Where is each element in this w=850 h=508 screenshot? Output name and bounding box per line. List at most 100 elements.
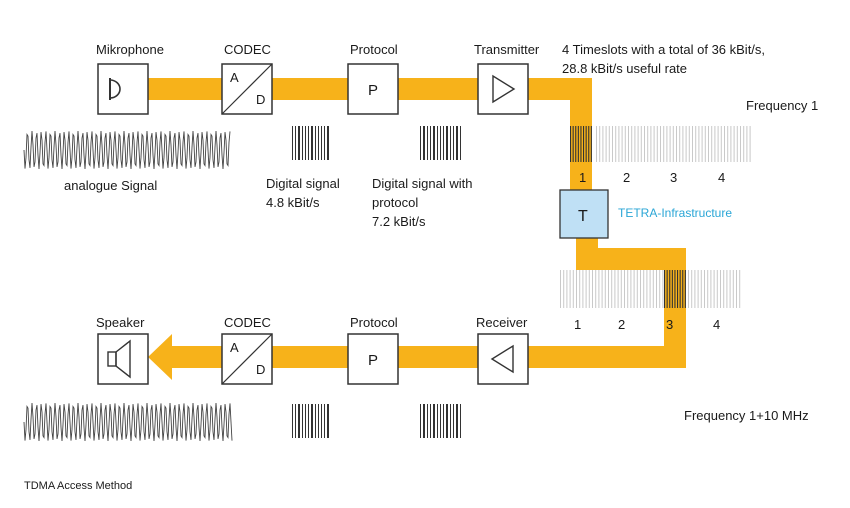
protocol-bar — [456, 126, 458, 160]
digital-bar — [327, 126, 329, 160]
middle-pipe — [576, 248, 686, 270]
protocol-bar — [423, 126, 425, 160]
digital-bar — [321, 404, 322, 438]
protocol-bar — [453, 126, 454, 160]
faded-slot-bar — [694, 270, 696, 308]
digital-bar — [318, 404, 319, 438]
protocol-bottom-label: Protocol — [350, 315, 398, 330]
active-slot-bar — [577, 126, 579, 162]
digital-bar — [324, 404, 325, 438]
faded-slot-bar — [669, 126, 671, 162]
faded-slot-bar — [563, 270, 565, 308]
protocol-signal-bars-bottom — [420, 404, 461, 438]
faded-slot-bar — [739, 270, 741, 308]
faded-slot-bar — [612, 126, 613, 162]
protocol-top-letter: P — [368, 82, 378, 99]
faded-slot-bar — [588, 270, 590, 308]
digital-bar — [298, 126, 300, 160]
active-slot-bar — [677, 270, 679, 308]
tetra-block — [559, 189, 609, 239]
protocol-bar — [443, 126, 444, 160]
analogue-waveform-bottom — [23, 403, 233, 441]
faded-slot-bar — [634, 126, 636, 162]
faded-slot-bar — [628, 126, 629, 162]
bottom-pipe — [172, 346, 686, 368]
digital-signal-bars-top — [292, 126, 329, 160]
protocol-bar — [427, 404, 428, 438]
faded-slot-bar — [700, 270, 702, 308]
slot-bottom-4: 4 — [713, 317, 720, 332]
active-slot-bar — [572, 126, 574, 162]
faded-slot-bar — [585, 270, 587, 308]
slot-top-2: 2 — [623, 170, 630, 185]
receiver-block — [477, 333, 529, 385]
faded-slot-bar — [697, 270, 699, 308]
faded-slot-bar — [733, 126, 735, 162]
faded-slot-bar — [698, 126, 700, 162]
active-slot-bar — [580, 126, 582, 162]
digital-bar — [311, 404, 313, 438]
faded-slot-bar — [714, 126, 716, 162]
digital-bar — [302, 404, 303, 438]
digital-bar — [315, 126, 316, 160]
timeslot-frames-frequency2 — [560, 270, 741, 308]
protocol-bar — [440, 126, 441, 160]
microphone-icon — [109, 78, 121, 100]
slot-bottom-3: 3 — [666, 317, 673, 332]
faded-slot-bar — [711, 126, 713, 162]
faded-slot-bar — [599, 126, 601, 162]
faded-slot-bar — [620, 270, 622, 308]
faded-slot-bar — [576, 270, 577, 308]
protocol-bottom-letter: P — [368, 352, 378, 369]
digital-proto-line3: 7.2 kBit/s — [372, 214, 426, 229]
protocol-top-label: Protocol — [350, 42, 398, 57]
faded-slot-bar — [602, 126, 604, 162]
active-slot-bar — [671, 270, 673, 308]
digital-bar — [295, 126, 296, 160]
microphone-block — [97, 63, 149, 115]
active-slot-bar — [666, 270, 668, 308]
speaker-icon — [107, 339, 131, 379]
faded-slot-bar — [736, 126, 738, 162]
faded-slot-bar — [720, 270, 721, 308]
codec-bottom-d: D — [256, 362, 265, 377]
faded-slot-bar — [666, 126, 668, 162]
codec-top-d: D — [256, 92, 265, 107]
protocol-bar — [420, 404, 421, 438]
faded-slot-bar — [727, 126, 729, 162]
digital-bar — [298, 404, 300, 438]
digital-bar — [324, 126, 325, 160]
active-slot-bar — [583, 126, 585, 162]
protocol-bar — [440, 404, 441, 438]
transmitter-label: Transmitter — [474, 42, 540, 57]
faded-slot-bar — [617, 270, 619, 308]
protocol-bar — [420, 126, 421, 160]
faded-slot-bar — [707, 270, 709, 308]
faded-slot-bar — [596, 126, 597, 162]
protocol-bar — [433, 126, 435, 160]
faded-slot-bar — [618, 126, 620, 162]
faded-slot-bar — [717, 126, 719, 162]
footer-caption: TDMA Access Method — [24, 480, 132, 492]
faded-slot-bar — [650, 126, 652, 162]
faded-slot-bar — [630, 270, 632, 308]
faded-slot-bar — [720, 126, 722, 162]
faded-slot-bar — [726, 270, 728, 308]
faded-slot-bar — [595, 270, 597, 308]
active-timeslot-3-bars — [664, 270, 686, 308]
faded-slot-bar — [611, 270, 613, 308]
faded-slot-bar — [646, 270, 648, 308]
digital-bar — [321, 126, 322, 160]
active-slot-bar — [679, 270, 681, 308]
faded-slot-bar — [566, 270, 568, 308]
digital-bar — [305, 404, 306, 438]
slot-top-4: 4 — [718, 170, 725, 185]
faded-slot-bar — [685, 126, 687, 162]
faded-slot-bar — [640, 270, 641, 308]
protocol-bar — [460, 126, 461, 160]
transmit-triangle-icon — [492, 74, 516, 104]
faded-slot-bar — [659, 270, 661, 308]
faded-slot-bar — [598, 270, 600, 308]
faded-slot-bar — [644, 126, 645, 162]
faded-slot-bar — [615, 126, 617, 162]
